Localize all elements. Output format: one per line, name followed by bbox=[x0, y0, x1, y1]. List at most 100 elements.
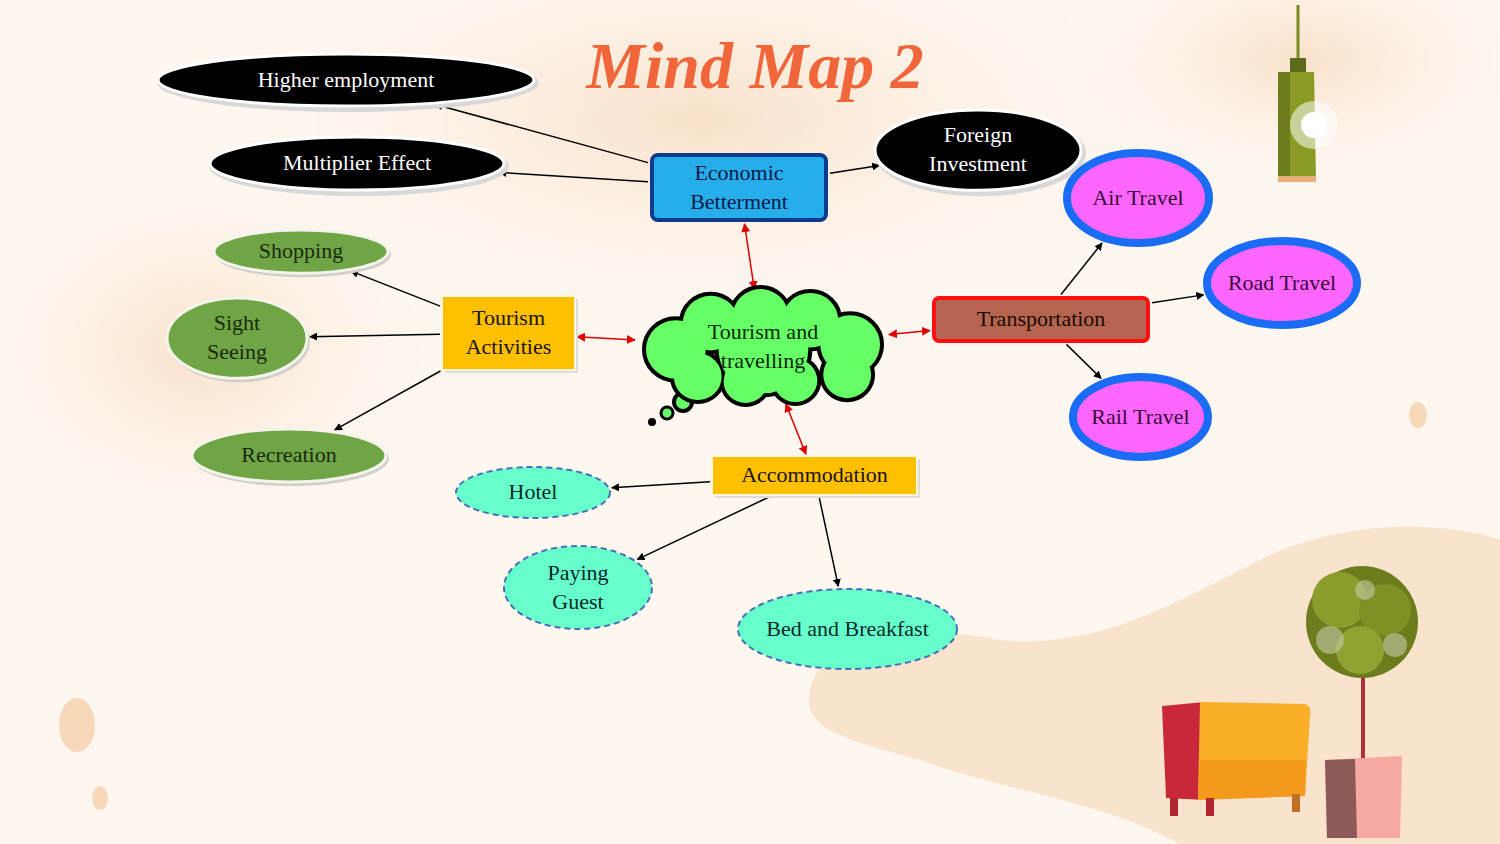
node-label: Road Travel bbox=[1225, 269, 1339, 298]
ellipse-fill bbox=[875, 110, 1081, 190]
node-label: Shopping bbox=[231, 237, 371, 266]
connector-arrow bbox=[819, 497, 838, 586]
node-content: Multiplier Effect bbox=[209, 136, 505, 191]
mind-map-node: Hotel bbox=[455, 466, 611, 519]
background-blob bbox=[809, 527, 1500, 844]
background-blob bbox=[59, 698, 95, 752]
mind-map-node: Higher employment bbox=[157, 53, 535, 107]
connector-arrow bbox=[1066, 344, 1101, 378]
text-column: Sight Seeing bbox=[184, 309, 290, 366]
ellipse-fill bbox=[158, 54, 534, 106]
node-label: Higher employment bbox=[187, 66, 505, 95]
text-column: Economic Betterment bbox=[656, 159, 822, 216]
text-column: Air Travel bbox=[1085, 184, 1191, 213]
node-outline bbox=[636, 291, 890, 403]
text-column: Recreation bbox=[209, 441, 369, 470]
ellipse-fill bbox=[1207, 241, 1357, 325]
box-fill bbox=[712, 456, 917, 495]
mind-map-node: Foreign Investment bbox=[874, 109, 1082, 191]
ellipse-fill bbox=[456, 467, 610, 518]
box-fill bbox=[442, 296, 575, 370]
node-label: Recreation bbox=[209, 441, 369, 470]
connector-arrow bbox=[1152, 295, 1204, 303]
background-blob bbox=[1409, 402, 1427, 428]
text-column: Tourism Activities bbox=[448, 304, 569, 361]
connector-arrow bbox=[577, 337, 635, 340]
connector-arrow bbox=[889, 330, 930, 334]
node-outline bbox=[874, 109, 1082, 191]
node-content: Bed and Breakfast bbox=[737, 588, 958, 670]
potted-plant bbox=[1306, 566, 1418, 838]
node-content: Recreation bbox=[191, 428, 387, 483]
shadow-ring bbox=[874, 110, 1086, 196]
mind-map-node: Sight Seeing bbox=[166, 297, 308, 379]
mind-map-node: Shopping bbox=[213, 229, 389, 274]
text-column: Bed and Breakfast bbox=[759, 615, 936, 644]
cloud-lobe bbox=[823, 351, 871, 398]
node-content: Road Travel bbox=[1203, 237, 1361, 329]
hanging-lamp bbox=[1278, 5, 1338, 182]
node-content: Transportation bbox=[932, 296, 1150, 343]
node-label: Transportation bbox=[940, 305, 1142, 334]
mind-map-node: Recreation bbox=[191, 428, 387, 483]
text-column: Shopping bbox=[231, 237, 371, 266]
node-content: Tourism Activities bbox=[442, 296, 575, 370]
node-outline bbox=[166, 297, 308, 379]
node-label: Air Travel bbox=[1085, 184, 1191, 213]
node-label: Tourism Activities bbox=[448, 304, 569, 361]
connector-arrow bbox=[786, 404, 806, 454]
connector-arrow bbox=[335, 371, 441, 430]
ellipse-fill bbox=[738, 589, 957, 669]
text-column: Foreign Investment bbox=[904, 121, 1052, 178]
ellipse-fill bbox=[210, 137, 504, 190]
text-column: Higher employment bbox=[187, 66, 505, 95]
node-content: Economic Betterment bbox=[650, 153, 828, 222]
mind-map-node: Tourism and travelling bbox=[636, 291, 890, 403]
connector-arrow bbox=[612, 482, 710, 488]
ellipse-fill bbox=[214, 230, 388, 273]
node-label: Economic Betterment bbox=[656, 159, 822, 216]
soft-glow bbox=[0, 150, 460, 550]
text-column: Accommodation bbox=[718, 461, 911, 490]
thought-bubble bbox=[661, 407, 673, 419]
node-content: Paying Guest bbox=[503, 545, 653, 630]
mind-map-node: Multiplier Effect bbox=[209, 136, 505, 191]
cloud-stroke bbox=[646, 289, 880, 403]
mind-map-node: Road Travel bbox=[1203, 237, 1361, 329]
node-content: Sight Seeing bbox=[166, 297, 308, 379]
mind-map-node: Air Travel bbox=[1063, 149, 1213, 247]
node-label: Bed and Breakfast bbox=[759, 615, 936, 644]
cloud-lobe bbox=[674, 353, 722, 400]
node-label: Accommodation bbox=[718, 461, 911, 490]
connector-arrow bbox=[351, 271, 440, 306]
ellipse-fill bbox=[504, 546, 652, 629]
text-column: Rail Travel bbox=[1091, 403, 1190, 432]
mind-map-node: Economic Betterment bbox=[650, 153, 828, 222]
mind-map-node: Accommodation bbox=[712, 456, 917, 495]
node-content: Accommodation bbox=[712, 456, 917, 495]
node-content: Shopping bbox=[213, 229, 389, 274]
node-label: Rail Travel bbox=[1091, 403, 1190, 432]
shadow-ring bbox=[157, 54, 539, 112]
node-content: Higher employment bbox=[157, 53, 535, 107]
node-content: Rail Travel bbox=[1069, 373, 1212, 461]
node-label: Sight Seeing bbox=[184, 309, 290, 366]
cloud-lobe bbox=[823, 351, 871, 398]
box-fill bbox=[652, 155, 826, 220]
shadow-ring bbox=[209, 137, 509, 196]
mind-map-node: Bed and Breakfast bbox=[737, 588, 958, 670]
connector-arrow bbox=[499, 172, 648, 181]
text-column: Tourism and travelling bbox=[676, 318, 850, 375]
cloud-fill bbox=[646, 289, 880, 403]
diagram-title: Mind Map 2 bbox=[500, 30, 1010, 103]
thought-bubble bbox=[648, 418, 656, 426]
ellipse-fill bbox=[192, 429, 386, 482]
text-column: Multiplier Effect bbox=[239, 149, 475, 178]
node-label: Paying Guest bbox=[525, 559, 631, 616]
connector-arrow bbox=[744, 224, 754, 289]
node-content: Air Travel bbox=[1063, 149, 1213, 247]
node-outline bbox=[503, 545, 653, 630]
mind-map-node: Paying Guest bbox=[503, 545, 653, 630]
